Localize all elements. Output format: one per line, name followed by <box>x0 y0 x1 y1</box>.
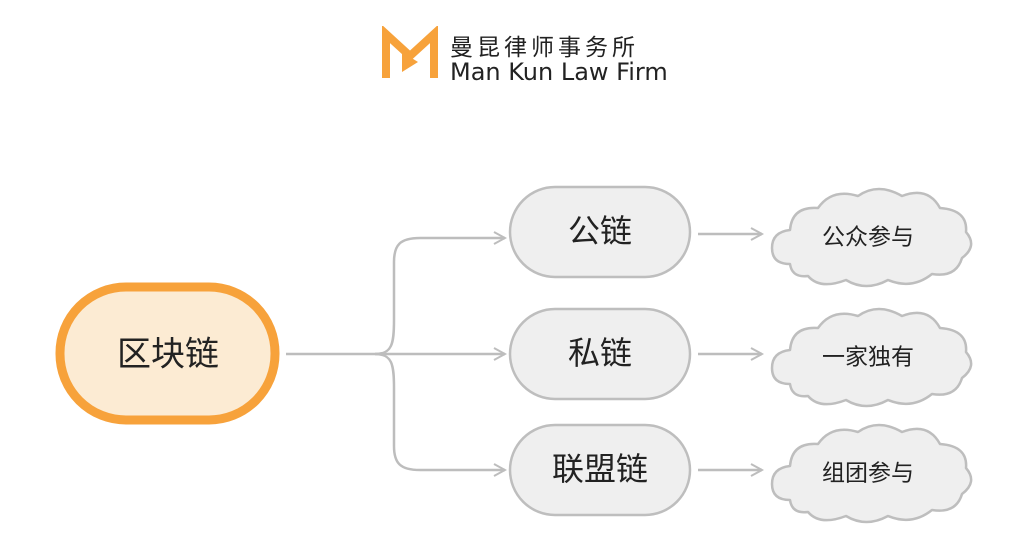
firm-logo-icon <box>382 26 438 78</box>
branch-node-1: 公链 <box>508 185 692 279</box>
note-cloud-1-label: 公众参与 <box>822 225 914 251</box>
note-cloud-3-label: 组团参与 <box>822 461 914 487</box>
branch-node-3-label: 联盟链 <box>552 450 648 488</box>
branch-node-3: 联盟链 <box>508 423 692 517</box>
branch-node-2-label: 私链 <box>568 334 632 372</box>
connectors <box>286 234 762 470</box>
branch-node-1-label: 公链 <box>568 212 632 250</box>
connector-root-to-branch-1 <box>374 238 505 356</box>
connector-root-to-branch-3 <box>374 352 505 470</box>
root-node-label: 区块链 <box>117 335 219 375</box>
firm-name-cn: 曼昆律师事务所 <box>450 35 639 61</box>
note-cloud-1: 公众参与 <box>770 187 973 288</box>
branch-node-2: 私链 <box>508 307 692 401</box>
note-cloud-3: 组团参与 <box>770 423 973 524</box>
note-cloud-2-label: 一家独有 <box>822 345 914 371</box>
root-node: 区块链 <box>55 282 280 425</box>
firm-name-en: Man Kun Law Firm <box>450 58 668 86</box>
note-cloud-2: 一家独有 <box>770 307 973 408</box>
